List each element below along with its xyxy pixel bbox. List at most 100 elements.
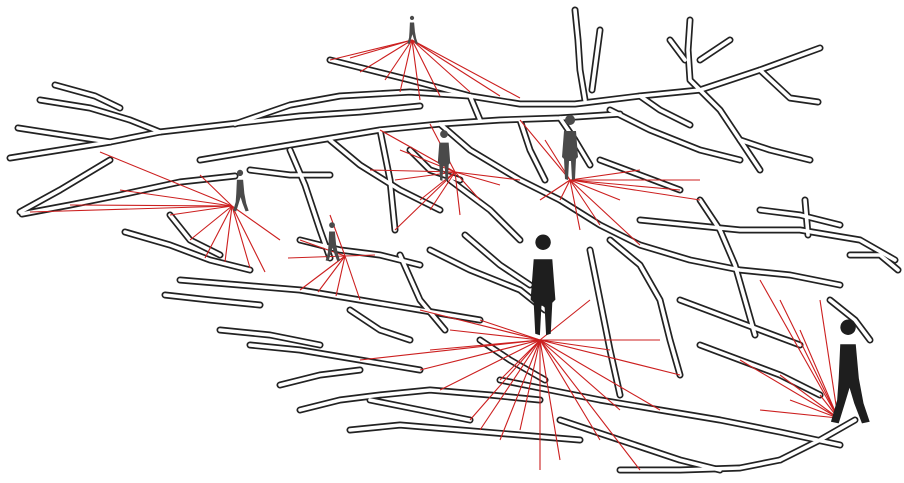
street-26 [163,293,262,307]
observer-right-sight-line [799,329,839,419]
observer-center-sight-line [499,339,541,381]
street-38 [588,248,622,397]
observer-right-sight-line [759,279,839,419]
observer-center-sight-line [539,339,621,411]
observer-center-sight-line [539,339,681,376]
observer-left-sight-line [99,151,233,207]
street-18 [573,8,587,102]
street-32 [368,398,472,422]
observer-center-sight-line [499,339,541,441]
street-46 [618,458,782,472]
observer-left-middle [325,222,341,262]
street-28 [248,343,422,372]
observer-left-middle-sight-line [317,255,346,293]
street-20 [686,18,702,92]
observer-right-sight-line [819,299,839,419]
observer-center-sight-line [479,319,541,341]
observer-center-sight-line [539,339,601,441]
observer-left-middle-sight-line [329,214,346,257]
observer-upper-center-sight-line [454,171,461,216]
street-1 [16,126,112,144]
street-57 [738,138,812,162]
street-22 [698,38,732,62]
observer-top-sight-line [411,39,471,93]
observer-upper-right-sight-line [569,169,641,181]
observer-center [530,234,556,336]
observer-center-sight-line [539,339,661,411]
observer-upper-center-sight-line [394,171,456,181]
walking-person-icon [407,15,418,44]
street-49 [298,238,422,267]
standing-person-icon [530,234,556,336]
observer-top-sight-line [411,39,441,97]
street-29 [278,368,362,387]
street-network-outline [6,6,902,474]
observer-upper-right-sight-line [519,119,571,181]
observer-top-sight-line [329,39,413,61]
observer-upper-center-sight-line [454,171,481,201]
observer-center-sight-line [419,309,541,341]
street-35 [463,233,532,287]
street-outline-4 [36,96,164,136]
observer-center-sight-line [519,339,541,431]
observer-right-sight-line [779,374,839,419]
street-27 [218,328,322,347]
observer-left-middle-sight-line [335,255,346,297]
street-6 [233,46,822,126]
walking-person-icon [830,319,870,424]
observer-upper-right-sight-line [539,179,571,201]
street-16 [758,68,820,104]
observer-center-sight-line [479,339,541,431]
observer-center-sight-line [359,339,541,361]
street-outline-37 [606,236,684,379]
observer-upper-right-sight-line [569,179,621,201]
street-14 [608,108,742,162]
observer-upper-center-sight-line [454,171,521,181]
observer-left-sight-line [199,174,233,207]
observer-center-sight-line [539,339,561,461]
observer-right-sight-line [739,359,839,419]
observer-left-middle-sight-line [344,255,361,301]
sight-lines [29,39,839,471]
walking-person-icon [233,169,249,212]
street-3 [18,158,112,214]
observer-upper-right-sight-line [569,179,641,246]
street-58 [803,198,810,237]
street-0 [8,104,422,160]
street-55 [478,338,547,382]
observer-right-sight-line [789,399,839,419]
observer-left-sight-line [224,205,233,263]
observer-top-sight-line [399,39,413,93]
street-8 [198,112,622,162]
observer-upper-center-sight-line [394,171,456,231]
observer-left-sight-line [231,205,281,241]
street-30 [298,388,542,412]
observer-center-sight-line [539,339,641,471]
observer-upper-right-sight-line [569,179,681,191]
standing-person-icon [562,115,578,180]
street-39 [638,218,897,262]
observer-left-sight-line [189,205,233,241]
street-41 [758,208,842,227]
observer-left-sight-line [119,189,233,207]
street-5 [53,83,122,110]
observer-top-sight-line [384,39,413,81]
observer-upper-right [562,115,578,180]
observer-top-sight-line [349,39,413,59]
observer-center-sight-line [439,339,541,391]
standing-person-icon [437,130,451,181]
observer-left-sight-line [231,205,251,269]
street-60 [828,298,872,342]
observer-figures [233,15,870,424]
street-11 [378,128,397,232]
observer-center-sight-line [449,329,541,341]
observer-left-sight-line [204,205,233,259]
observer-upper-right-sight-line [559,179,571,201]
street-9 [288,148,332,260]
walking-person-icon [325,222,341,262]
observer-top-sight-line [411,39,421,101]
street-54 [248,168,332,177]
observer-upper-right-sight-line [569,179,701,201]
observer-right-sight-line [779,299,839,419]
